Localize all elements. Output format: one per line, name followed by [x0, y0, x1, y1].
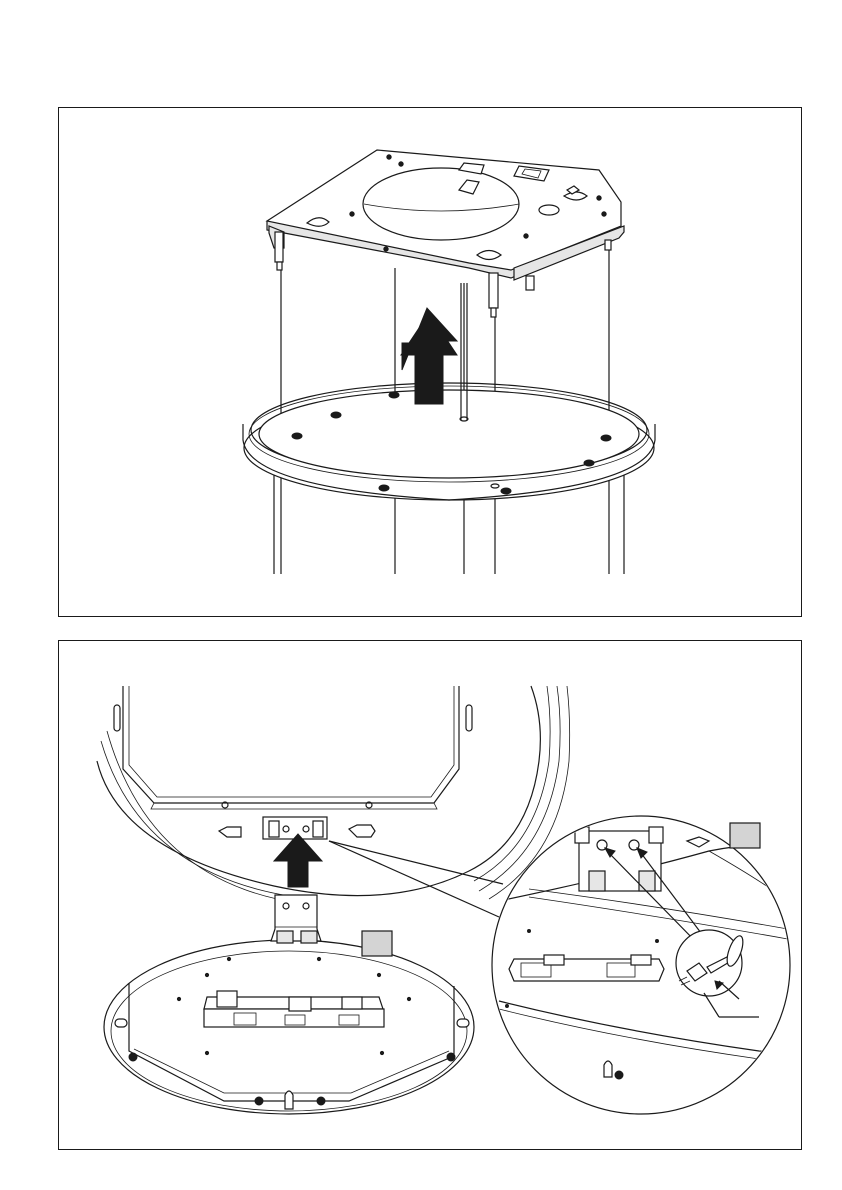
ring-housing: [97, 686, 570, 903]
mounting-plate: [267, 150, 624, 317]
figure-1-panel: [58, 107, 802, 617]
bottom-disc: [104, 940, 474, 1114]
ring-tray: [243, 383, 655, 500]
figure-1-drawing: [59, 108, 801, 616]
figure-2-drawing: [59, 641, 801, 1149]
detail-zoom: [492, 816, 799, 1114]
callout-box-1: [362, 931, 392, 956]
figure-2-panel: [58, 640, 802, 1150]
lift-arrow-2: [274, 834, 322, 887]
hinge-bracket: [271, 895, 321, 943]
callout-box-2: [730, 823, 760, 848]
